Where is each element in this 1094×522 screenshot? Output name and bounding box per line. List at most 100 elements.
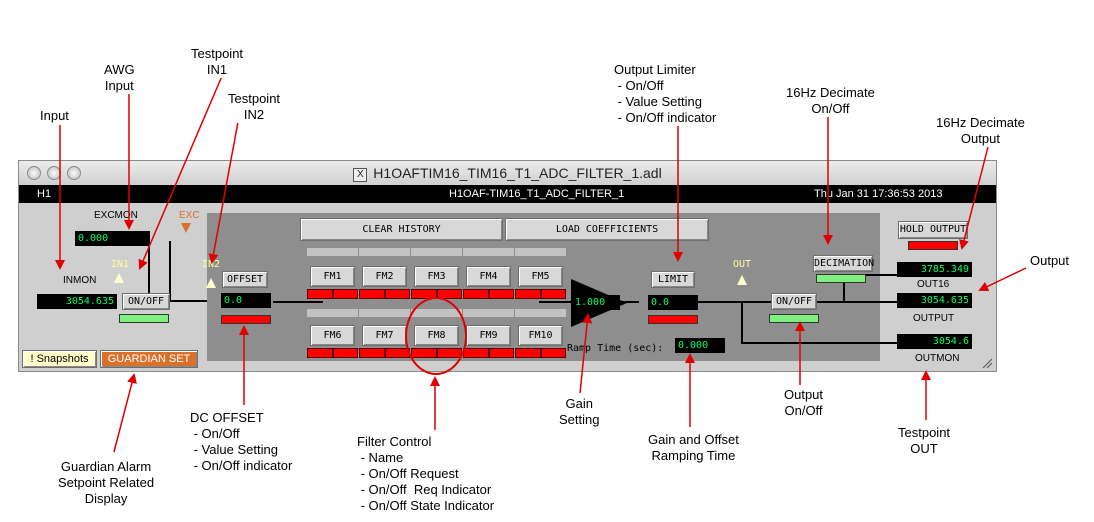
- limit-button[interactable]: LIMIT: [651, 271, 695, 288]
- fm1-state-bar: [307, 248, 358, 256]
- callout-input: Input: [40, 108, 69, 124]
- in1-testpoint-icon[interactable]: [114, 273, 124, 283]
- fm10-button[interactable]: FM10: [518, 325, 563, 346]
- fm2-button[interactable]: FM2: [362, 266, 407, 287]
- excmon-readout: 0.000: [75, 231, 150, 246]
- window-title: H1OAFTIM16_TIM16_T1_ADC_FILTER_1.adl: [373, 165, 662, 181]
- arrow-in1: [138, 75, 223, 270]
- arrow-gain: [579, 313, 593, 394]
- offset-button[interactable]: OFFSET: [222, 271, 268, 288]
- input-onoff-indicator: [119, 314, 169, 323]
- callout-limiter: Output Limiter - On/Off - Value Setting …: [614, 62, 717, 126]
- fm6-indicators: [307, 348, 358, 358]
- resize-grip-icon[interactable]: [981, 357, 993, 369]
- callout-tp-out: Testpoint OUT: [898, 425, 951, 457]
- outmon-wire-2: [741, 342, 897, 344]
- input-onoff-button[interactable]: ON/OFF: [122, 293, 170, 310]
- medm-window: X H1OAFTIM16_TIM16_T1_ADC_FILTER_1.adl H1…: [18, 160, 997, 372]
- arrow-in2: [208, 121, 239, 264]
- outmon-readout: 3054.6: [897, 334, 972, 349]
- exc-wire-2: [169, 241, 171, 301]
- inmon-label: INMON: [63, 275, 97, 286]
- hold-output-indicator: [908, 241, 958, 250]
- fm7-indicators: [359, 348, 410, 358]
- fm3-indicators: [411, 289, 462, 299]
- inmon-readout: 3054.635: [37, 294, 117, 309]
- arrow-output: [978, 267, 1027, 292]
- outmon-label: OUTMON: [915, 353, 960, 364]
- clear-history-button[interactable]: CLEAR HISTORY: [300, 218, 503, 241]
- output-onoff-indicator: [769, 314, 819, 323]
- offset-value-field[interactable]: 0.0: [221, 293, 271, 308]
- fm5-indicators: [515, 289, 566, 299]
- arrow-guardian: [113, 373, 137, 453]
- gain-value-field[interactable]: 1.000: [572, 295, 620, 310]
- arrow-decimate-out: [959, 146, 989, 250]
- limit-indicator: [648, 315, 698, 324]
- callout-dc-offset: DC OFFSET - On/Off - Value Setting - On/…: [190, 410, 293, 474]
- exc-wire-3: [169, 300, 207, 302]
- fm5-button[interactable]: FM5: [518, 266, 563, 287]
- out16-label: OUT16: [917, 279, 950, 290]
- fm3-button[interactable]: FM3: [414, 266, 459, 287]
- fm2-indicators: [359, 289, 410, 299]
- zoom-window-button[interactable]: [67, 166, 81, 180]
- fm5-state-bar: [515, 248, 566, 256]
- fm4-indicators: [463, 289, 514, 299]
- excmon-label: EXCMON: [94, 210, 138, 221]
- header-site: H1: [37, 188, 52, 200]
- load-coefficients-button[interactable]: LOAD COEFFICIENTS: [505, 218, 709, 241]
- in2-testpoint-icon[interactable]: [206, 278, 216, 288]
- output-onoff-button[interactable]: ON/OFF: [771, 293, 817, 310]
- fm7-state-bar: [359, 309, 410, 317]
- decimation-indicator: [816, 274, 866, 283]
- snapshots-button[interactable]: ! Snapshots: [22, 350, 97, 368]
- fm1-button[interactable]: FM1: [310, 266, 355, 287]
- hold-output-button[interactable]: HOLD OUTPUT: [898, 221, 968, 239]
- screen-header: H1 H1OAF-TIM16_T1_ADC_FILTER_1 Thu Jan 3…: [19, 185, 996, 203]
- out16-readout: 3785.349: [897, 262, 972, 277]
- ramp-time-field[interactable]: 0.000: [675, 338, 725, 353]
- output-label: OUTPUT: [913, 313, 955, 324]
- offset-indicator: [221, 315, 271, 324]
- callout-tp-in1: Testpoint IN1: [191, 46, 244, 78]
- ramp-time-label: Ramp Time (sec):: [567, 343, 664, 354]
- callout-decimate-onoff: 16Hz Decimate On/Off: [786, 85, 875, 117]
- limit-value-field[interactable]: 0.0: [648, 295, 698, 310]
- output-readout: 3054.635: [897, 293, 972, 308]
- fm4-button[interactable]: FM4: [466, 266, 511, 287]
- decimation-button[interactable]: DECIMATION: [813, 255, 874, 272]
- decim-wire-2: [843, 274, 899, 276]
- callout-decimate-output: 16Hz Decimate Output: [936, 115, 1025, 147]
- decim-wire: [843, 274, 845, 303]
- fm2-state-bar: [359, 248, 410, 256]
- out-testpoint-icon[interactable]: [737, 275, 747, 285]
- fm10-state-bar: [515, 309, 566, 317]
- fm4-state-bar: [463, 248, 514, 256]
- close-window-button[interactable]: [27, 166, 41, 180]
- main-wire-1: [273, 301, 323, 303]
- exc-label: EXC: [179, 210, 200, 221]
- exc-arrow-icon: [181, 223, 191, 233]
- callout-awg: AWG Input: [104, 62, 135, 94]
- callout-gain-ramp: Gain and Offset Ramping Time: [648, 432, 739, 464]
- header-datetime: Thu Jan 31 17:36:53 2013: [814, 188, 943, 200]
- fm9-state-bar: [463, 309, 514, 317]
- exc-wire: [148, 241, 150, 301]
- outmon-wire: [741, 301, 743, 343]
- fm9-indicators: [463, 348, 514, 358]
- fm1-indicators: [307, 289, 358, 299]
- callout-output-onoff: Output On/Off: [784, 387, 824, 419]
- fm8-highlight-circle: [405, 297, 467, 375]
- fm10-indicators: [515, 348, 566, 358]
- callout-guardian: Guardian Alarm Setpoint Related Display: [58, 459, 155, 507]
- fm6-button[interactable]: FM6: [310, 325, 355, 346]
- callout-tp-in2: Testpoint IN2: [228, 91, 281, 123]
- x11-icon: X: [353, 168, 368, 182]
- callout-gain: Gain Setting: [559, 396, 600, 428]
- callout-output: Output: [1030, 253, 1070, 269]
- header-channel: H1OAF-TIM16_T1_ADC_FILTER_1: [449, 188, 625, 200]
- guardian-set-button[interactable]: GUARDIAN SET: [100, 350, 198, 368]
- window-title-wrap: X H1OAFTIM16_TIM16_T1_ADC_FILTER_1.adl: [19, 165, 996, 182]
